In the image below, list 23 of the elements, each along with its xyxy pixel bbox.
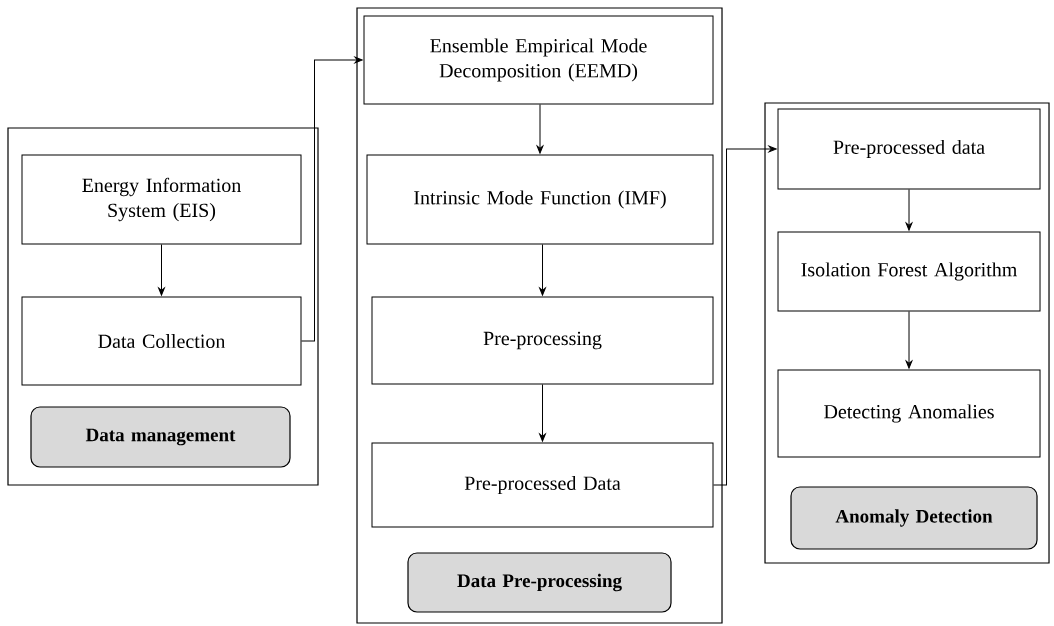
arrow	[536, 104, 544, 154]
stage-panel	[764, 102, 1050, 564]
arrow	[158, 244, 165, 296]
process-box: Pre-processed Data	[371, 442, 714, 528]
arrow	[539, 384, 546, 442]
process-box: Data Collection	[21, 296, 302, 386]
stage-panel	[356, 7, 723, 624]
stage-label-box: Anomaly Detection	[790, 486, 1038, 550]
process-box: Detecting Anomalies	[777, 369, 1041, 458]
process-box: Energy Information System (EIS)	[21, 154, 302, 245]
stage-label-box: Data management	[30, 406, 291, 468]
process-box: Isolation Forest Algorithm	[777, 231, 1041, 312]
process-box: Ensemble Empirical Mode Decomposition (EEMD)	[363, 15, 714, 105]
stage-label-box: Data Pre-processing	[407, 552, 672, 613]
process-box: Pre-processed data	[777, 108, 1041, 190]
arrow	[905, 311, 913, 369]
process-box: Pre-processing	[371, 296, 714, 385]
process-box: Intrinsic Mode Function (IMF)	[366, 154, 714, 245]
arrow	[301, 56, 363, 342]
arrow	[539, 244, 546, 296]
arrow	[905, 189, 913, 231]
stage-panel	[7, 127, 319, 486]
arrow	[713, 145, 777, 486]
